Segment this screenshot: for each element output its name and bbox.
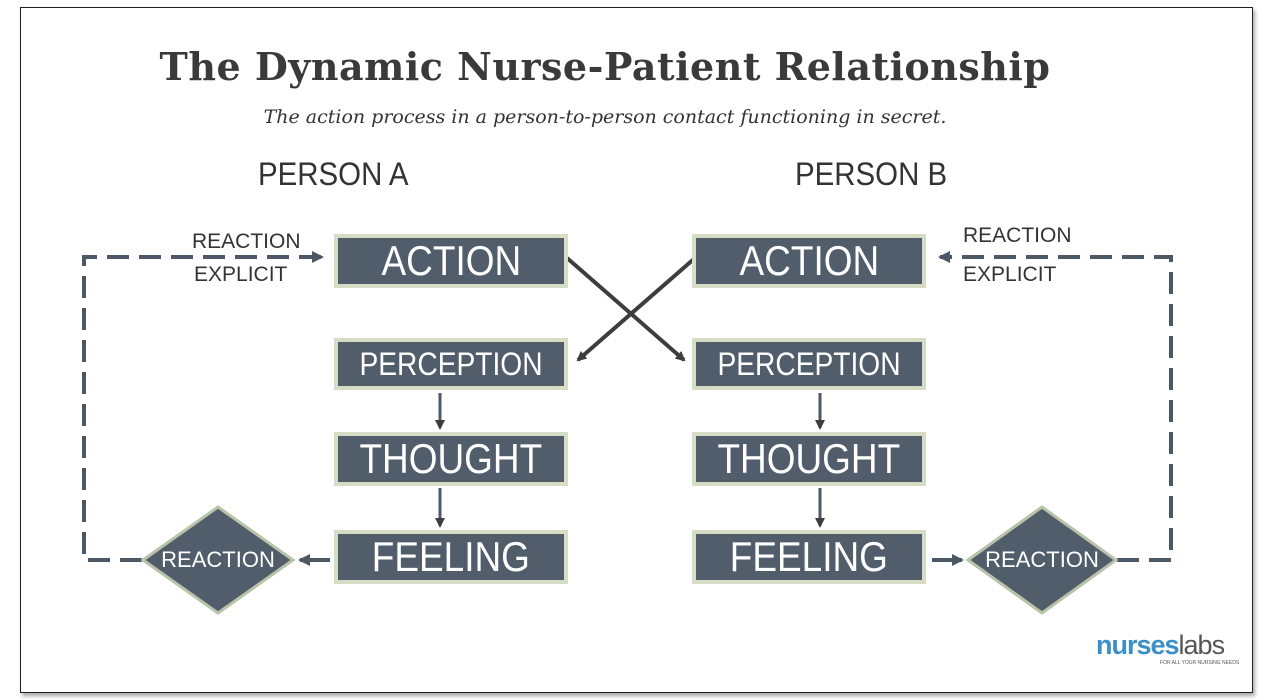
cross-line-b-to-a [576,256,697,362]
loop-b-label-reaction: REACTION [963,224,1072,247]
loop-b-label-explicit: EXPLICIT [963,263,1057,286]
logo-tagline: FOR ALL YOUR NURSING NEEDS [1160,660,1240,666]
person-b-perception-box: PERCEPTION [692,338,926,390]
loop-a-label-reaction: REACTION [192,230,301,253]
person-b-action-box: ACTION [692,234,926,288]
cross-line-a-to-b [565,256,686,362]
person-b-feeling-box: FEELING [692,530,926,584]
diagram-title: The Dynamic Nurse-Patient Relationship [159,44,1051,89]
person-a-action-label: ACTION [381,237,521,284]
reaction-diamond-b [965,505,1119,615]
diagram-subtitle: The action process in a person-to-person… [263,106,947,128]
person-b-perception-label: PERCEPTION [717,345,901,382]
loop-a-dashed [82,251,324,562]
nurseslabs-logo: nurseslabs [1096,630,1226,661]
person-a-heading: PERSON A [258,156,409,192]
logo-brand-part1: nurses [1096,630,1180,660]
person-b-feeling-label: FEELING [729,533,889,580]
person-b-heading: PERSON B [795,156,948,192]
person-b-action-label: ACTION [739,237,879,284]
reaction-diamond-a-label: REACTION [161,547,275,572]
person-a-thought-box: THOUGHT [334,432,568,486]
person-a-perception-box: PERCEPTION [334,338,568,390]
person-a-perception-label: PERCEPTION [359,345,543,382]
loop-b-dashed [938,251,1173,562]
logo-brand-part2: labs [1178,630,1226,660]
person-a-thought-label: THOUGHT [359,435,543,482]
loop-a-label-explicit: EXPLICIT [194,263,288,286]
person-a-action-box: ACTION [334,234,568,288]
person-b-thought-box: THOUGHT [692,432,926,486]
reaction-diamond-a [140,505,296,615]
person-a-feeling-box: FEELING [334,530,568,584]
person-a-feeling-label: FEELING [371,533,531,580]
reaction-diamond-b-label: REACTION [985,547,1099,572]
person-b-thought-label: THOUGHT [717,435,901,482]
